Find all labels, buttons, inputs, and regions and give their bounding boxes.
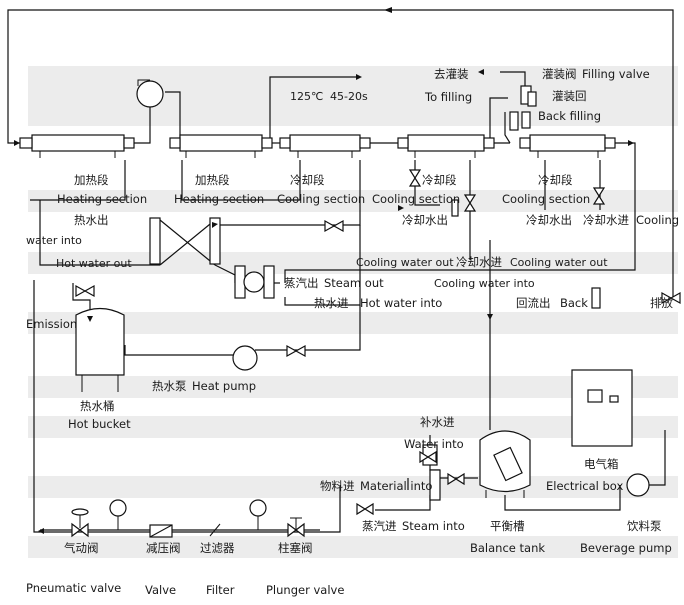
label-steam-in-en: Steam into — [402, 519, 465, 533]
label-material-in-cn: 物料进 — [320, 479, 355, 493]
label-steam-out-en: Steam out — [324, 276, 384, 290]
bottom-components — [71, 499, 305, 538]
label-cooling-water-in-cn-mid: 冷却水进 — [456, 255, 502, 269]
cooling-exchanger-3 — [519, 134, 616, 158]
label-beverage-pump-en: Beverage pump — [580, 541, 672, 555]
label-to-filling-cn: 去灌装 — [434, 67, 469, 81]
label-plunger-en: Plunger valve — [266, 583, 344, 597]
label-temperature: 125℃ — [290, 90, 323, 103]
beverage-pump — [626, 473, 650, 497]
label-hot-bucket-en: Hot bucket — [68, 417, 131, 431]
label-heating2-en: Heating section — [174, 192, 264, 206]
label-plunger-cn: 柱塞阀 — [278, 541, 313, 555]
label-cooling-water-out-en-2: Cooling water out — [510, 256, 608, 269]
label-cooling-water-out-cn-mid: 冷却水出 — [402, 213, 448, 227]
label-water-make-cn: 补水进 — [420, 415, 455, 429]
label-electrical-box-cn: 电气箱 — [584, 457, 619, 471]
label-cooling2-cn: 冷却段 — [422, 173, 457, 187]
label-hot-bucket-cn: 热水桶 — [80, 399, 115, 413]
label-holding-time: 45-20s — [330, 90, 368, 103]
label-electrical-box-en: Electrical box — [546, 479, 623, 493]
label-filter-en: Filter — [206, 583, 235, 597]
label-pneumatic-cn: 气动阀 — [64, 541, 99, 555]
label-water-into: water into — [26, 234, 82, 247]
cooling-exchanger-1 — [279, 134, 371, 158]
balance-tank — [479, 430, 531, 498]
heat-exchanger-2 — [169, 134, 273, 158]
label-heating2-cn: 加热段 — [195, 173, 230, 187]
label-back-filling-en: Back filling — [538, 109, 601, 123]
label-steam-in-cn: 蒸汽进 — [362, 519, 397, 533]
label-exhaust-cn: 排放 — [650, 296, 673, 310]
filling-valve — [509, 85, 537, 131]
label-reflux-cn: 回流出 — [516, 296, 551, 310]
label-cooling-water-into-en: Cooling water into — [434, 277, 535, 290]
label-hot-water-out-cn: 热水出 — [74, 213, 109, 227]
label-steam-out-cn: 蒸汽出 — [284, 276, 319, 290]
label-cooling-water-out-en-1: Cooling water out — [356, 256, 454, 269]
label-to-filling-en: To filling — [424, 90, 472, 104]
label-cooling-water-out-cn-right: 冷却水出 — [526, 213, 572, 227]
steam-separator — [234, 265, 275, 299]
hot-water-bucket — [75, 307, 125, 392]
small-heaters — [149, 217, 221, 265]
label-cooling-right: Cooling — [636, 213, 679, 227]
label-cooling-water-in-cn-right: 冷却水进 — [583, 213, 629, 227]
top-circulation-pump — [136, 79, 164, 108]
label-reducing-cn: 减压阀 — [146, 541, 181, 555]
flow-arrows — [14, 7, 634, 534]
label-heating1-en: Heating section — [57, 192, 147, 206]
labels: 去灌装 To filling 灌装阀 Filling valve 灌装回 Bac… — [26, 67, 679, 597]
label-heat-pump-cn: 热水泵 — [152, 379, 187, 393]
label-cooling1-en: Cooling section — [277, 192, 365, 206]
label-hot-water-into-cn: 热水进 — [314, 296, 349, 310]
label-back-filling-cn: 灌装回 — [552, 89, 587, 103]
label-reducing-en: Valve — [145, 583, 176, 597]
label-balance-tank-cn: 平衡槽 — [490, 519, 525, 533]
label-pneumatic-en: Pneumatic valve — [26, 581, 121, 595]
heat-pump — [232, 345, 258, 371]
electrical-box — [571, 369, 633, 447]
label-cooling3-en: Cooling section — [502, 192, 590, 206]
label-heat-pump-en: Heat pump — [192, 379, 256, 393]
label-heating1-cn: 加热段 — [74, 173, 109, 187]
label-material-in-en: Material into — [360, 479, 432, 493]
label-cooling3-cn: 冷却段 — [538, 173, 573, 187]
label-reflux-en: Back — [560, 296, 588, 310]
valves — [75, 169, 681, 516]
label-hot-water-out-en: Hot water out — [56, 257, 132, 270]
label-hot-water-into-en: Hot water into — [360, 296, 442, 310]
label-cooling2-en: Cooling section — [372, 192, 460, 206]
label-filter-cn: 过滤器 — [200, 541, 235, 555]
label-cooling1-cn: 冷却段 — [290, 173, 325, 187]
cooling-exchanger-2 — [397, 134, 495, 158]
heat-exchanger-1 — [19, 134, 135, 158]
label-beverage-pump-cn: 饮料泵 — [627, 519, 662, 533]
label-water-make-en: Water into — [404, 437, 464, 451]
label-filling-valve-cn: 灌装阀 — [542, 67, 577, 81]
label-balance-tank-en: Balance tank — [470, 541, 545, 555]
label-emission: Emission — [26, 317, 77, 331]
label-filling-valve-en: Filling valve — [582, 67, 650, 81]
